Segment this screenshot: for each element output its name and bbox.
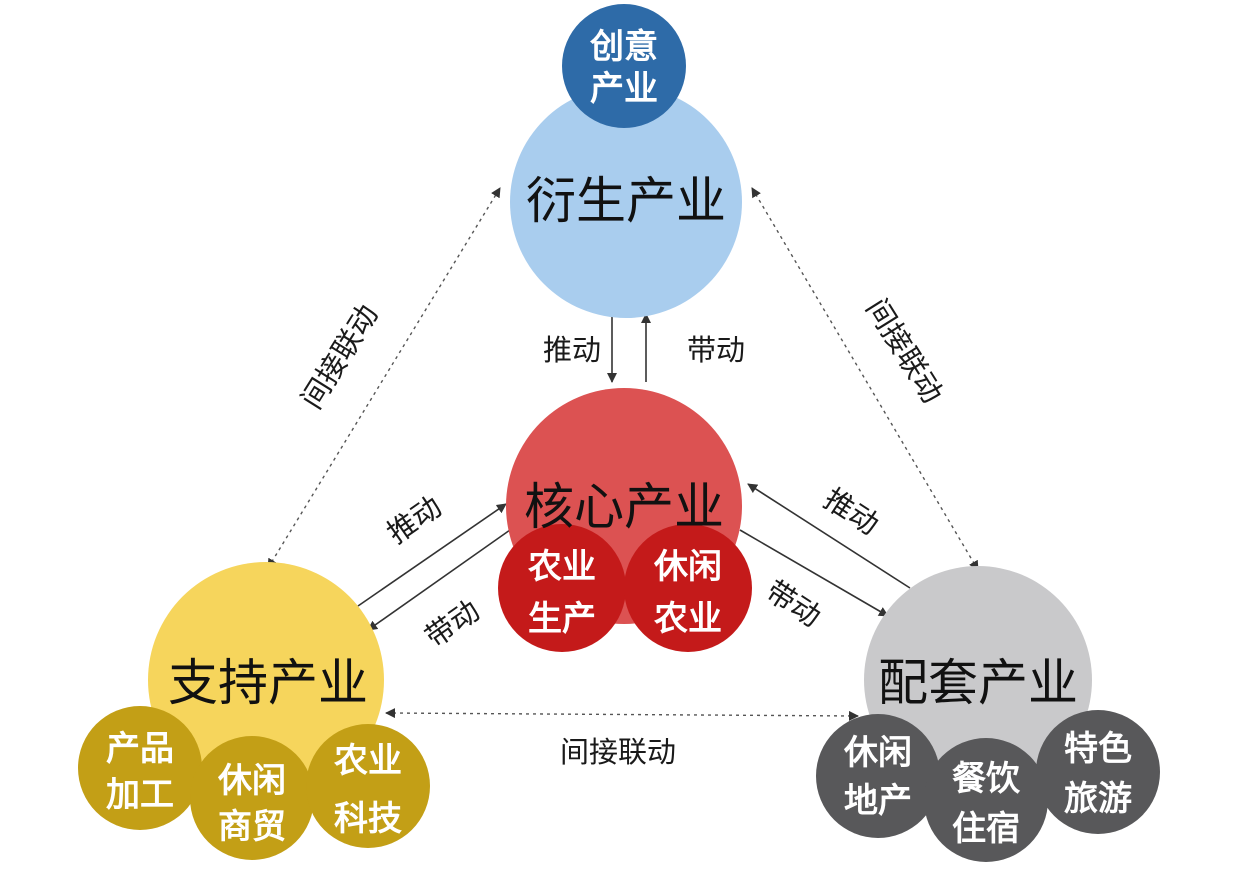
node-support: 支持产业 产品 加工 休闲 商贸 农业 科技 [78, 562, 430, 860]
support-sub-3-line2: 科技 [334, 799, 402, 839]
support-circle [148, 562, 384, 798]
core-sub-1-line1: 农业 [528, 547, 596, 587]
edge-label-support-to-core: 推动 [381, 489, 448, 550]
indirect-line-support-derivative [267, 187, 501, 569]
arrow-ancillary-to-core [747, 483, 911, 589]
core-sub-2-line1: 休闲 [653, 547, 722, 587]
support-sub-3-line1: 农业 [334, 741, 402, 781]
support-sub-circle-3 [306, 724, 430, 848]
node-derivative: 创意 产业 衍生产业 [510, 4, 742, 318]
ancillary-title: 配套产业 [878, 654, 1078, 712]
edge-label-derivative-to-core: 带动 [687, 333, 745, 367]
edge-label-core-to-support: 带动 [419, 593, 486, 654]
support-sub-circle-1 [78, 706, 202, 830]
support-title: 支持产业 [168, 654, 368, 712]
derivative-circle [510, 86, 742, 318]
ancillary-sub-1-line2: 地产 [844, 781, 912, 821]
derivative-title: 衍生产业 [526, 172, 726, 230]
ancillary-sub-1-line1: 休闲 [843, 733, 912, 773]
support-sub-1-line2: 加工 [106, 775, 174, 815]
support-sub-2-line2: 商贸 [218, 807, 286, 847]
ancillary-sub-2-line2: 住宿 [952, 809, 1020, 849]
derivative-sub-circle-1 [562, 4, 686, 128]
core-title: 核心产业 [524, 478, 724, 536]
core-sub-2-line2: 农业 [654, 599, 722, 639]
derivative-sub-1-line2: 产业 [590, 69, 658, 109]
core-sub-circle-2 [624, 524, 752, 652]
arrow-core-to-ancillary [739, 529, 889, 617]
node-ancillary: 配套产业 休闲 地产 餐饮 住宿 特色 旅游 [816, 566, 1160, 862]
ancillary-sub-circle-2 [924, 738, 1048, 862]
edge-label-support-derivative: 间接联动 [294, 298, 384, 414]
edge-label-ancillary-derivative: 间接联动 [859, 292, 949, 408]
derivative-sub-1-line1: 创意 [589, 27, 658, 67]
core-sub-1-line2: 生产 [528, 599, 596, 639]
arrow-support-to-core [357, 503, 507, 607]
ancillary-sub-2-line1: 餐饮 [952, 759, 1021, 799]
edge-label-core-to-ancillary: 带动 [760, 574, 827, 634]
edge-label-core-to-derivative: 推动 [543, 333, 601, 367]
ancillary-sub-circle-3 [1036, 710, 1160, 834]
node-core: 核心产业 农业 生产 休闲 农业 [498, 388, 752, 652]
ancillary-sub-circle-1 [816, 714, 940, 838]
indirect-line-support-ancillary [385, 708, 859, 721]
ancillary-sub-3-line1: 特色 [1064, 729, 1132, 769]
arrow-core-to-support [367, 529, 511, 631]
ancillary-sub-3-line2: 旅游 [1064, 779, 1132, 819]
support-sub-1-line1: 产品 [106, 729, 174, 769]
support-sub-circle-2 [190, 736, 314, 860]
edge-label-ancillary-to-core: 推动 [818, 482, 885, 542]
core-sub-circle-1 [498, 524, 626, 652]
support-sub-2-line1: 休闲 [217, 761, 286, 801]
edge-label-support-ancillary: 间接联动 [560, 735, 676, 769]
